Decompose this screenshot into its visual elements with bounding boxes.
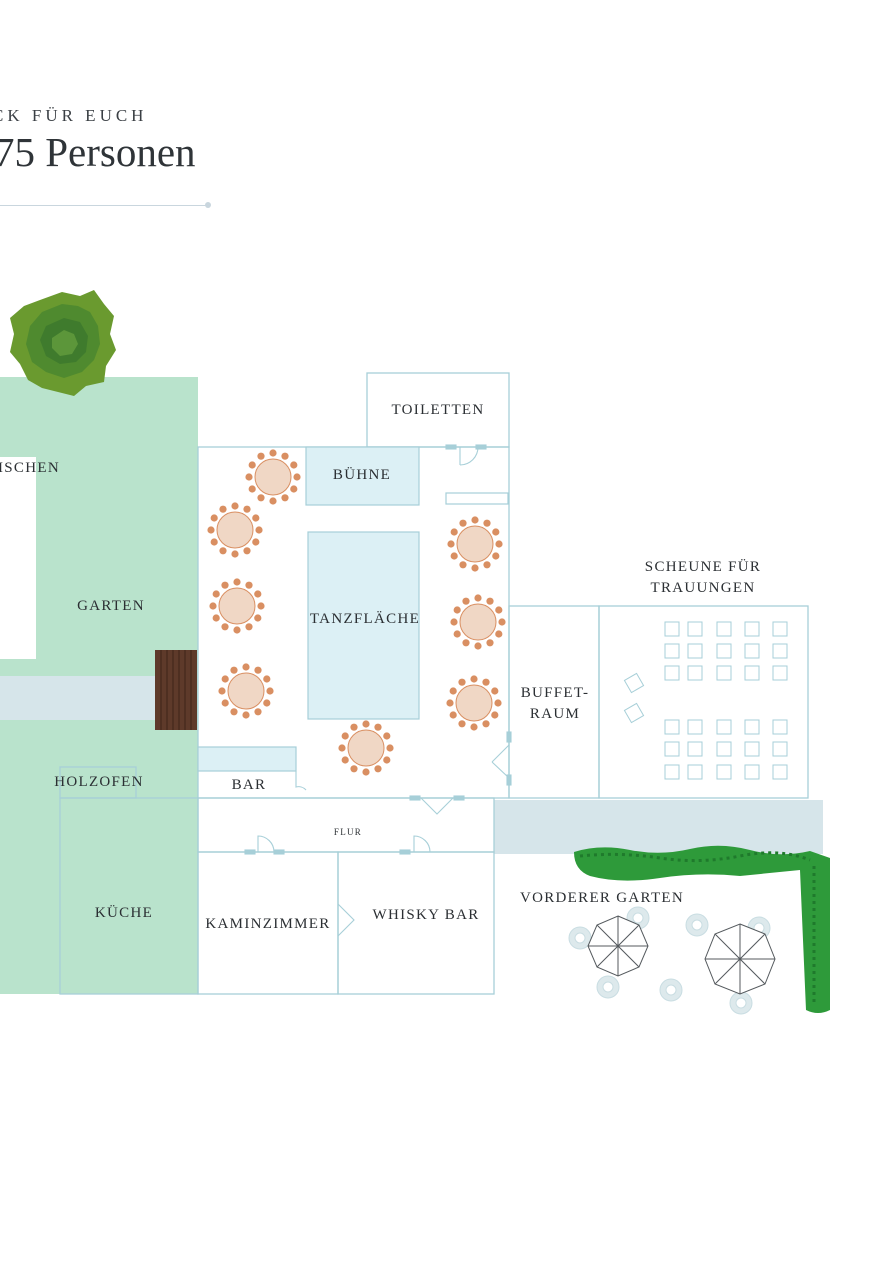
round-table-icon bbox=[207, 502, 263, 558]
round-table-icon bbox=[447, 516, 503, 572]
round-table-icon bbox=[450, 594, 506, 650]
chair-icon bbox=[623, 702, 645, 724]
bistro-table-icon bbox=[596, 975, 620, 999]
label-buehne: BÜHNE bbox=[333, 466, 391, 483]
round-table-icon bbox=[209, 578, 265, 634]
header-subtitle: CK FÜR EUCH bbox=[0, 106, 148, 125]
stage bbox=[305, 446, 420, 506]
chair-icon bbox=[664, 764, 788, 780]
bistro-table-icon bbox=[685, 913, 709, 937]
label-holzofen: HOLZOFEN bbox=[54, 774, 144, 790]
garden-path bbox=[0, 676, 160, 720]
label-scheune-2: TRAUUNGEN bbox=[650, 580, 755, 596]
tree-icon bbox=[10, 290, 116, 396]
label-scheune-1: SCHEUNE FÜR bbox=[645, 558, 761, 575]
front-path bbox=[494, 800, 823, 854]
chair-icon bbox=[664, 741, 788, 757]
wooden-deck bbox=[155, 650, 197, 730]
chair-icon bbox=[664, 665, 788, 681]
chair-icon bbox=[664, 643, 788, 659]
label-flur: FLUR bbox=[334, 827, 362, 837]
umbrella-icon bbox=[587, 915, 649, 977]
label-bar: BAR bbox=[232, 777, 267, 793]
chair-icon bbox=[664, 621, 788, 637]
hedge-icon bbox=[574, 845, 830, 1013]
room-labels: TOILETTEN ISCHEN BÜHNE GARTEN TANZFLÄCHE… bbox=[0, 402, 761, 932]
label-buffet-2: RAUM bbox=[530, 706, 580, 722]
label-buffet-1: BUFFET- bbox=[521, 685, 590, 701]
label-toiletten: TOILETTEN bbox=[391, 402, 484, 418]
round-table-icon bbox=[245, 449, 301, 505]
header-title: 75 Personen bbox=[0, 129, 196, 175]
round-tables bbox=[207, 449, 506, 776]
header-divider-dot bbox=[205, 202, 211, 208]
barn-chairs bbox=[623, 621, 788, 780]
label-vorderer-garten: VORDERER GARTEN bbox=[520, 890, 684, 906]
bistro-table-icon bbox=[568, 926, 592, 950]
side-counter bbox=[445, 492, 509, 505]
label-kaminzimmer: KAMINZIMMER bbox=[205, 916, 330, 932]
dance-floor bbox=[307, 531, 420, 720]
label-tanzflaeche: TANZFLÄCHE bbox=[310, 610, 420, 627]
label-kueche: KÜCHE bbox=[95, 904, 153, 921]
round-table-icon bbox=[338, 720, 394, 776]
round-table-icon bbox=[446, 675, 502, 731]
bistro-table-icon bbox=[729, 991, 753, 1015]
label-garten: GARTEN bbox=[77, 598, 145, 614]
garden-white-inset bbox=[0, 457, 36, 659]
round-table-icon bbox=[218, 663, 274, 719]
chair-icon bbox=[664, 719, 788, 735]
bar-counter bbox=[197, 746, 297, 772]
header-divider bbox=[0, 205, 208, 206]
door-icon bbox=[244, 444, 512, 937]
label-garden-partial: ISCHEN bbox=[0, 460, 60, 476]
bistro-table-icon bbox=[659, 978, 683, 1002]
chair-icon bbox=[623, 672, 645, 694]
label-whisky-bar: WHISKY BAR bbox=[372, 907, 479, 923]
bistro-tables bbox=[568, 906, 771, 1015]
umbrella-icon bbox=[704, 923, 776, 995]
